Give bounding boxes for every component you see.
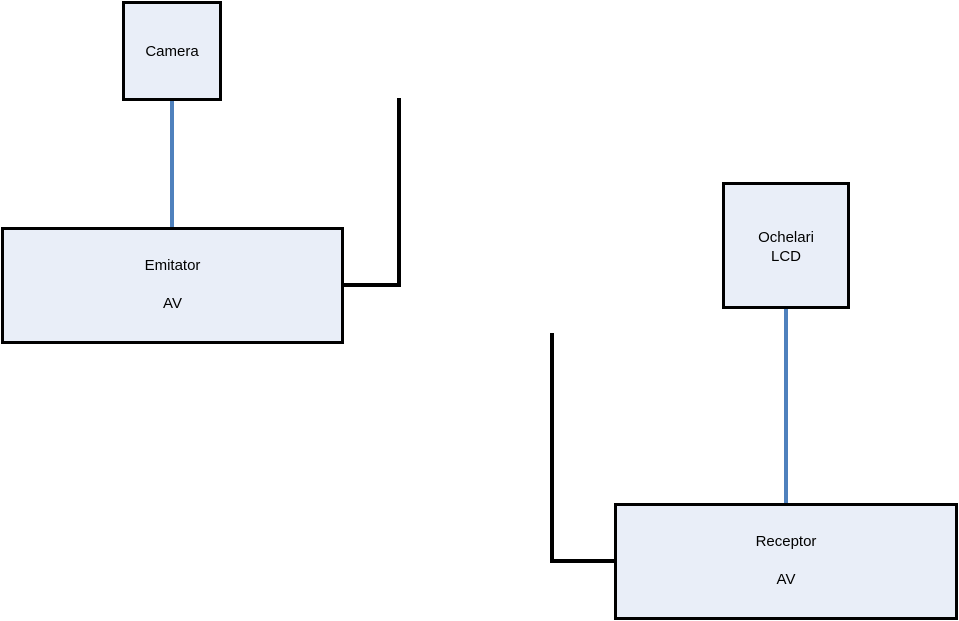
- receiver-antenna: [550, 333, 617, 563]
- emitter-box: Emitator AV: [1, 227, 344, 344]
- camera-label: Camera: [145, 43, 199, 60]
- receiver-box: Receptor AV: [614, 503, 958, 620]
- glasses-box: Ochelari LCD: [722, 182, 850, 309]
- receiver-label-line2: AV: [776, 571, 796, 588]
- glasses-label-line1: Ochelari: [758, 229, 814, 246]
- emitter-label-line1: Emitator: [144, 257, 201, 274]
- emitter-antenna: [342, 98, 401, 287]
- receiver-label-line1: Receptor: [755, 533, 817, 550]
- camera-box: Camera: [122, 1, 222, 101]
- glasses-label-line2: LCD: [770, 248, 801, 265]
- emitter-label-line2: AV: [163, 295, 182, 312]
